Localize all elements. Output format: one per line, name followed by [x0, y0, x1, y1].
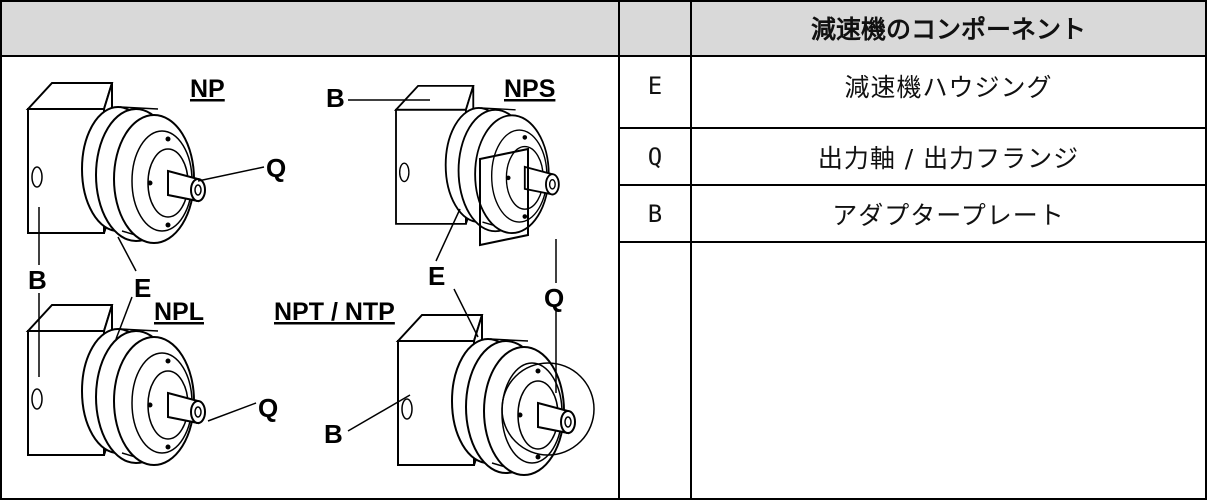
row-desc-adapter: アダプタープレート: [832, 201, 1065, 230]
gearbox-illustration: NP NPS NPL NPT / NTP B Q B E E Q Q B: [27, 75, 595, 476]
grid-line-row2: [620, 184, 1207, 186]
grid-line-bottom: [0, 498, 1207, 500]
callout-b-nps: B: [326, 83, 345, 113]
grid-line-header-bottom: [0, 55, 1207, 57]
gearbox-np: [27, 82, 206, 244]
gearbox-nps: [395, 84, 560, 247]
callout-b-npt: B: [324, 419, 343, 449]
gearbox-npt: [397, 314, 595, 476]
grid-line-row1: [620, 127, 1207, 129]
callout-b-np: B: [28, 265, 47, 295]
row-code-housing: E: [647, 72, 663, 100]
callout-e-nps: E: [428, 261, 445, 291]
grid-line-left: [0, 0, 2, 500]
model-label-npl: NPL: [154, 298, 204, 326]
callout-e-np: E: [134, 273, 151, 303]
callout-q-np: Q: [266, 153, 286, 183]
row-code-adapter: B: [647, 200, 663, 228]
model-label-np: NP: [190, 75, 225, 103]
grid-line-row3: [620, 241, 1207, 243]
header-component-title: 減速機のコンポーネント: [810, 15, 1086, 44]
model-label-nps: NPS: [504, 75, 555, 103]
gearbox-npl: [27, 304, 206, 466]
callout-q-npl: Q: [258, 393, 278, 423]
grid-line-top: [0, 0, 1207, 2]
row-code-output: Q: [647, 143, 663, 171]
model-label-npt: NPT / NTP: [274, 298, 395, 326]
grid-line-right: [1205, 0, 1207, 500]
row-desc-output: 出力軸 / 出力フランジ: [817, 144, 1080, 173]
grid-line-col2: [690, 0, 692, 500]
table-header-row: [0, 0, 1207, 56]
row-desc-housing: 減速機ハウジング: [844, 73, 1053, 102]
callout-q-nps: Q: [544, 283, 564, 313]
grid-line-col1: [618, 0, 620, 500]
leader-lines: [38, 99, 557, 432]
